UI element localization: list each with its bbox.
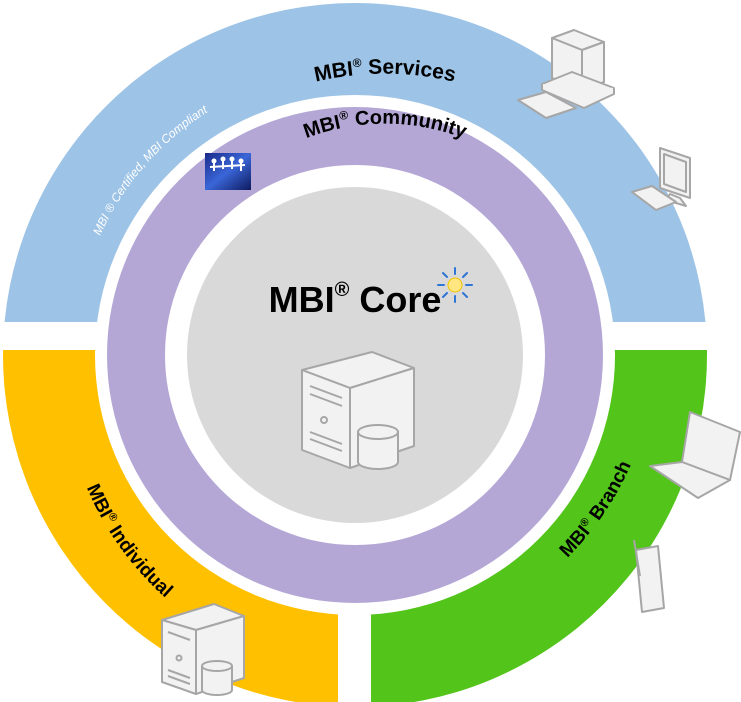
small-server-icon (161, 603, 245, 696)
laptop-icon (649, 411, 741, 499)
core-circle (187, 187, 523, 523)
tablet-icon (633, 539, 665, 613)
server-icon (301, 351, 415, 470)
monitor-icon (631, 147, 691, 211)
people-chain-icon (205, 153, 251, 190)
core-label: MBI® Core (269, 279, 442, 320)
starburst-icon (437, 267, 473, 303)
desktop-computer-icon (517, 29, 615, 119)
